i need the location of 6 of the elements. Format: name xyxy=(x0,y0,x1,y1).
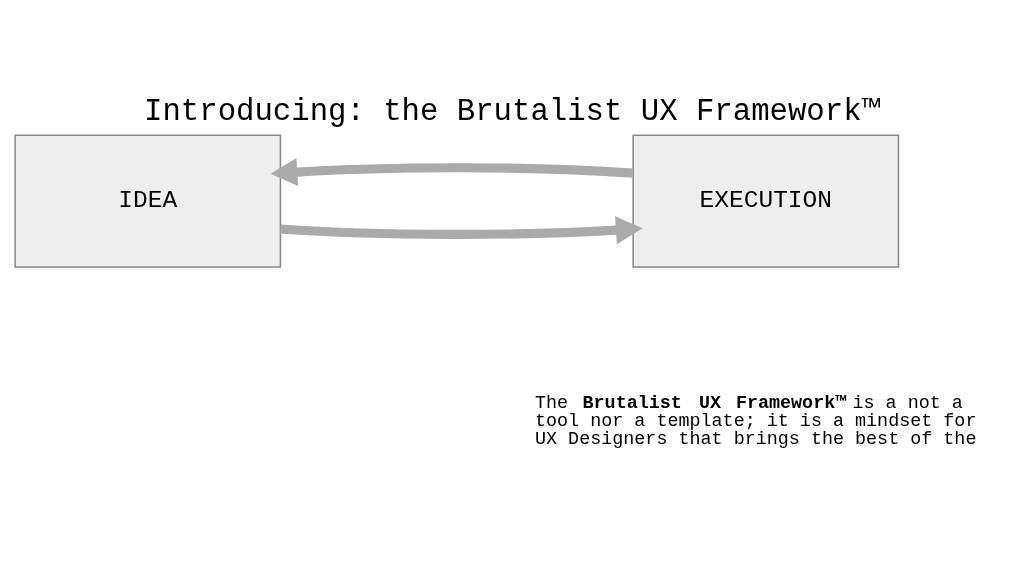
node-box: EXECUTION xyxy=(632,133,900,268)
arrow xyxy=(280,215,643,244)
label: The Brutalist UX Framework™ is a not a tool nor a template; it is a mindset for UX Designers that brings the best of the xyxy=(535,392,977,450)
diagram-title: Introducing: the Brutalist UX Framework™ xyxy=(144,93,880,129)
node-box: IDEA xyxy=(14,133,282,268)
arrow xyxy=(270,157,634,186)
